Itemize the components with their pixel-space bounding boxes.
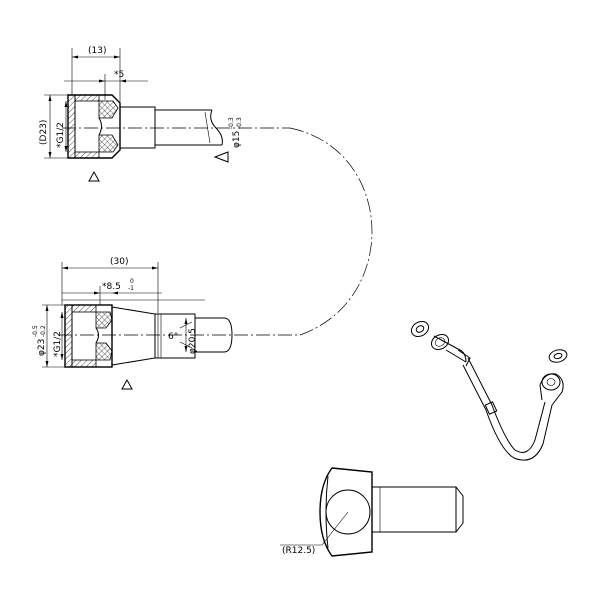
bottom-nut-tol-upper: 0: [130, 278, 134, 285]
bottom-outer-diameter-label: φ23: [37, 339, 47, 356]
top-nut-label: *5: [114, 70, 124, 80]
bottom-fitting: (30) *8.5 0 -1 φ23 -0.5 -0.2: [32, 257, 233, 390]
bottom-nut-bottom-wall: [71, 359, 97, 368]
bottom-nut-top-wall: [71, 304, 97, 313]
bottom-length-label: (30): [110, 257, 128, 267]
top-fitting: (13) *5 (D23) *G1/2: [39, 46, 243, 182]
bottom-taper-body: [111, 306, 156, 366]
top-nut-left-wall: [67, 94, 76, 159]
top-outer-diameter-label: (D23): [39, 120, 49, 145]
triangle-note-marker-icon: [88, 170, 100, 182]
top-tube-tol-upper: -0.3: [228, 117, 235, 129]
bottom-nut-tol-lower: -1: [128, 285, 134, 292]
bottom-thread-label: *G1/2: [53, 331, 63, 357]
top-tube-break: [210, 109, 223, 146]
bottom-tip-diameter-label: φ20.5: [188, 328, 198, 354]
top-tube: [155, 109, 222, 146]
top-length-label: (13): [88, 46, 106, 56]
triangle-note-marker-icon: [121, 378, 133, 390]
elbow-bore-circle: [325, 489, 371, 535]
top-tube-collar: [119, 106, 156, 149]
top-tube-tol-lower: -0.3: [236, 117, 243, 129]
elbow-detail: (R12.5): [280, 467, 464, 557]
hose-center-line: [58, 127, 373, 336]
bottom-body: [154, 313, 196, 359]
top-seal-lower: [98, 134, 119, 153]
elbow-tube: [371, 486, 457, 533]
bottom-nut-left-wall: [64, 304, 73, 368]
top-tube-diameter-dimension: φ15 -0.3 -0.3: [228, 117, 243, 148]
isometric-hose-sketch: [410, 320, 568, 461]
hose-outer-line: [467, 357, 546, 453]
top-length-dimension: (13): [71, 46, 121, 102]
top-tube-diameter-label: φ15: [232, 131, 242, 148]
bottom-nut-dimension: *8.5 0 -1: [62, 278, 205, 305]
hose-inner-line: [462, 364, 553, 461]
bottom-thread-dimension: *G1/2: [53, 312, 64, 360]
top-nut-top-wall: [74, 94, 100, 102]
elbow-radius-dimension: (R12.5): [280, 511, 349, 556]
top-seal-upper: [98, 100, 119, 119]
bottom-outer-tol-lower: -0.2: [40, 325, 47, 337]
bottom-seal-lower: [95, 342, 113, 361]
bottom-tip-diameter-dimension: φ20.5: [184, 318, 198, 354]
bottom-tip: [195, 317, 233, 353]
triangle-note-marker-icon: [213, 151, 229, 163]
bottom-length-dimension: (30): [61, 257, 159, 313]
bottom-nut-label: *8.5: [102, 282, 121, 292]
bottom-angle-label: 6°: [168, 332, 178, 342]
elbow-radius-label: (R12.5): [282, 546, 315, 556]
top-thread-dimension: *G1/2: [56, 101, 68, 152]
top-thread-label: *G1/2: [56, 122, 66, 148]
bottom-outer-tol-upper: -0.5: [32, 325, 39, 337]
bottom-seal-upper: [95, 311, 113, 329]
bottom-outer-diameter-dimension: φ23 -0.5 -0.2: [32, 304, 65, 368]
elbow-nut-outline: [319, 467, 373, 557]
top-outer-diameter-dimension: (D23): [39, 94, 68, 159]
top-nut-bottom-wall: [74, 151, 100, 159]
